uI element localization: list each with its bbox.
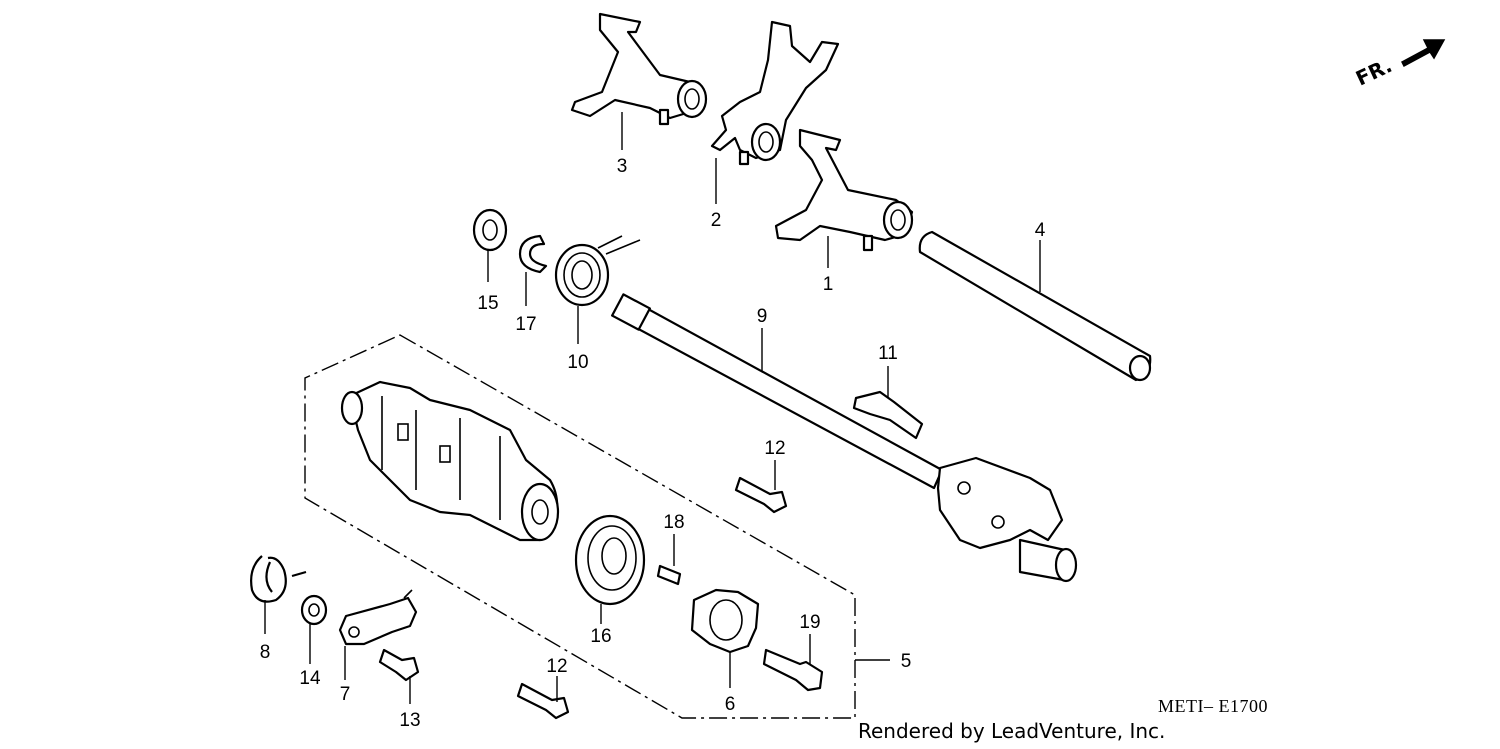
part-18-pin[interactable]	[656, 564, 682, 586]
credit-text: Rendered by LeadVenture, Inc.	[858, 719, 1165, 743]
part-16-bearing[interactable]	[574, 514, 646, 606]
callout-11: 11	[878, 343, 898, 364]
callout-18: 18	[663, 512, 684, 533]
callout-8: 8	[260, 642, 271, 663]
part-1-shift-fork[interactable]	[774, 128, 914, 252]
assembly-5-outline	[304, 334, 856, 719]
front-label: FR.	[1352, 53, 1396, 90]
part-8-stopper-spring[interactable]	[250, 555, 307, 603]
callout-4: 4	[1035, 220, 1046, 241]
front-direction-indicator: FR.	[1352, 39, 1446, 91]
callout-16: 16	[590, 626, 611, 647]
callout-12-upper: 12	[764, 438, 785, 459]
part-6-drum-center[interactable]	[690, 588, 760, 654]
part-9-gearshift-spindle[interactable]	[611, 293, 1078, 583]
callout-12-lower: 12	[546, 656, 567, 677]
part-7-stopper-arm[interactable]	[338, 589, 418, 646]
callout-1: 1	[823, 274, 834, 295]
callout-6: 6	[725, 694, 736, 715]
callout-14: 14	[299, 668, 321, 689]
part-19-socket-bolt[interactable]	[762, 648, 824, 692]
part-2-shift-fork[interactable]	[710, 20, 840, 166]
part-10-spring[interactable]	[554, 235, 641, 307]
part-12-bolt-lower[interactable]	[516, 682, 570, 720]
part-15-washer[interactable]	[472, 208, 508, 252]
callout-10: 10	[567, 352, 588, 373]
callout-9: 9	[757, 306, 768, 327]
callout-19: 19	[799, 612, 820, 633]
callout-15: 15	[477, 293, 498, 314]
callout-3: 3	[617, 156, 628, 177]
leader-lines	[264, 112, 1041, 704]
part-11-dowel-pin[interactable]	[852, 390, 924, 440]
diagram-code: METI– E1700	[1158, 696, 1268, 716]
front-arrow-icon	[1401, 39, 1446, 68]
part-4-fork-shaft[interactable]	[918, 230, 1152, 382]
callout-13: 13	[399, 710, 420, 731]
part-13-bolt[interactable]	[378, 648, 420, 682]
shift-drum[interactable]	[340, 380, 560, 542]
callout-5: 5	[901, 651, 912, 672]
part-17-circlip[interactable]	[518, 234, 548, 274]
callout-2: 2	[711, 210, 722, 231]
part-12-bolt-upper[interactable]	[734, 476, 788, 514]
callout-17: 17	[515, 314, 536, 335]
callout-7: 7	[340, 684, 351, 705]
part-3-shift-fork[interactable]	[570, 12, 708, 126]
part-14-washer[interactable]	[300, 594, 328, 626]
